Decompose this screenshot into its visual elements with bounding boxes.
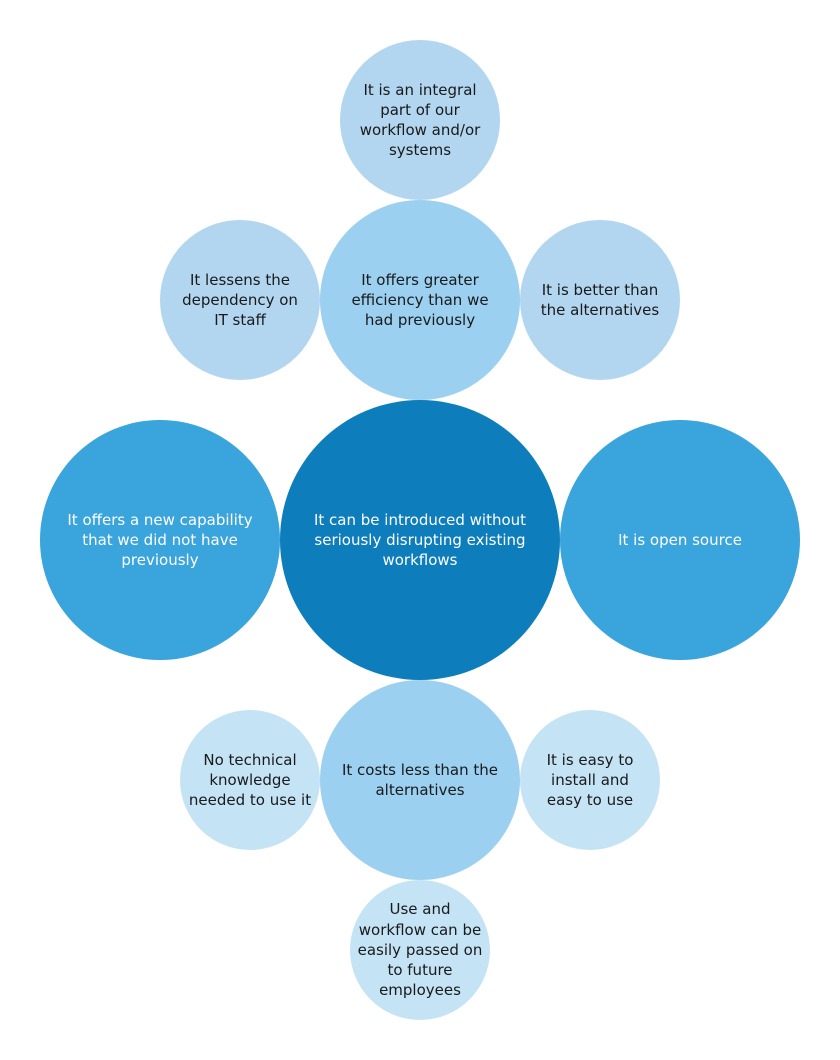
bubble-lessens-dependency: It lessens the dependency on IT staff [160, 220, 320, 380]
bubble-better-than-alternatives-label: It is better than the alternatives [540, 280, 660, 319]
bubble-no-technical-knowledge: No technical knowledge needed to use it [180, 710, 320, 850]
bubble-better-than-alternatives: It is better than the alternatives [520, 220, 680, 380]
bubble-easily-passed-on: Use and workflow can be easily passed on… [350, 880, 490, 1020]
bubble-new-capability-label: It offers a new capability that we did n… [67, 510, 253, 570]
bubble-center-label: It can be introduced without seriously d… [313, 510, 527, 570]
bubble-integral-part: It is an integral part of our workflow a… [340, 40, 500, 200]
bubble-center-introduced-without-disruption: It can be introduced without seriously d… [280, 400, 560, 680]
bubble-no-technical-knowledge-label: No technical knowledge needed to use it [188, 750, 312, 810]
bubble-greater-efficiency-label: It offers greater efficiency than we had… [351, 270, 489, 330]
bubble-costs-less-label: It costs less than the alternatives [341, 760, 499, 799]
bubble-lessens-dependency-label: It lessens the dependency on IT staff [182, 270, 298, 330]
bubble-easily-passed-on-label: Use and workflow can be easily passed on… [357, 900, 483, 1000]
bubble-new-capability: It offers a new capability that we did n… [40, 420, 280, 660]
bubble-open-source-label: It is open source [618, 530, 742, 549]
bubble-costs-less: It costs less than the alternatives [320, 680, 520, 880]
bubble-open-source: It is open source [560, 420, 800, 660]
bubble-easy-to-install-label: It is easy to install and easy to use [546, 750, 634, 810]
bubble-easy-to-install: It is easy to install and easy to use [520, 710, 660, 850]
bubble-integral-part-label: It is an integral part of our workflow a… [359, 80, 481, 160]
bubble-greater-efficiency: It offers greater efficiency than we had… [320, 200, 520, 400]
